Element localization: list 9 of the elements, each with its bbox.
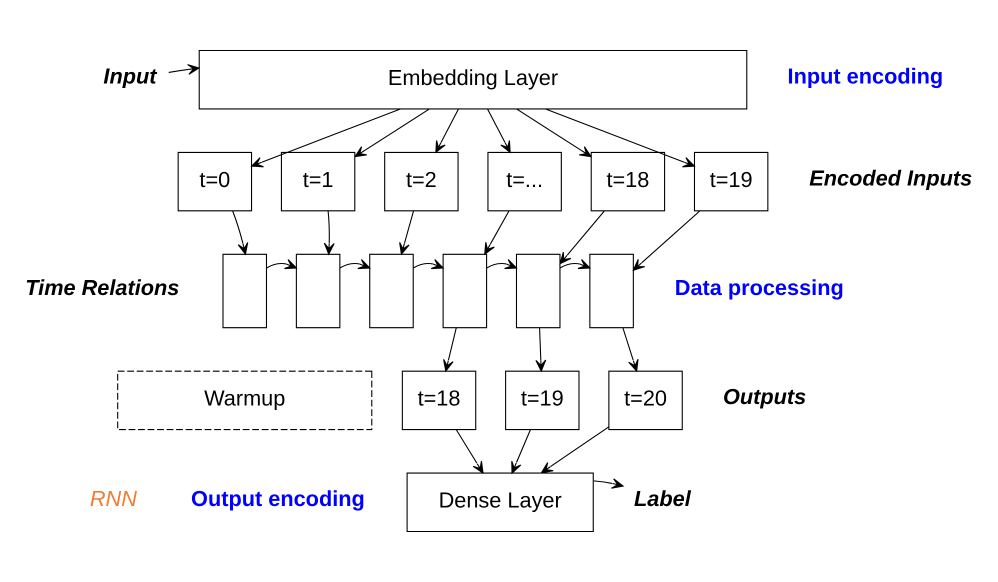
node-text: Label — [634, 486, 690, 512]
label: Input encoding — [787, 64, 943, 89]
node-text: Input — [102, 64, 156, 89]
label: RNN — [89, 486, 136, 512]
label: Output encoding — [190, 486, 364, 512]
label: Outputs — [722, 384, 806, 410]
label: Data processing — [674, 274, 844, 300]
label: Time Relations — [24, 274, 179, 300]
label: Encoded Inputs — [808, 165, 972, 190]
